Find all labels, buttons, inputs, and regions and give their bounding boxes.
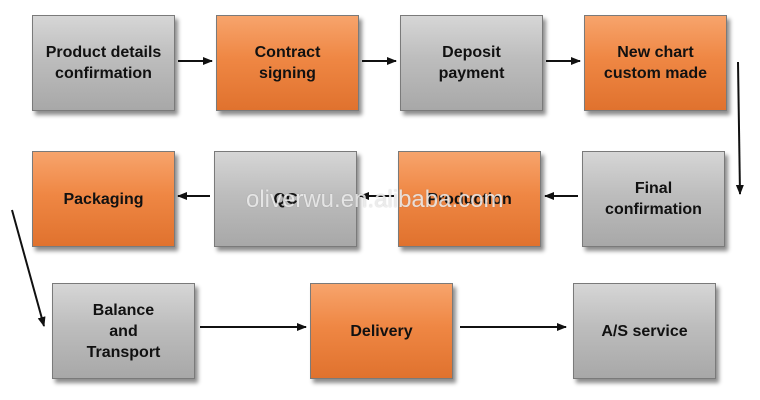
step-final-confirmation: Final confirmation [582,151,725,247]
watermark: oliverwu.en.alibaba.com [246,186,504,213]
step-as-service: A/S service [573,283,716,379]
step-packaging: Packaging [32,151,175,247]
step-new-chart-custom-made: New chart custom made [584,15,727,111]
arrow-4-to-5 [735,61,744,195]
step-production: Production [398,151,541,247]
step-balance-and-transport: Balance and Transport [52,283,195,379]
step-contract-signing: Contract signing [216,15,359,111]
step-delivery: Delivery [310,283,453,379]
step-qc: QC [214,151,357,247]
step-deposit-payment: Deposit payment [400,15,543,111]
step-product-details-confirmation: Product details confirmation [32,15,175,111]
arrow-8-to-9 [11,209,46,327]
